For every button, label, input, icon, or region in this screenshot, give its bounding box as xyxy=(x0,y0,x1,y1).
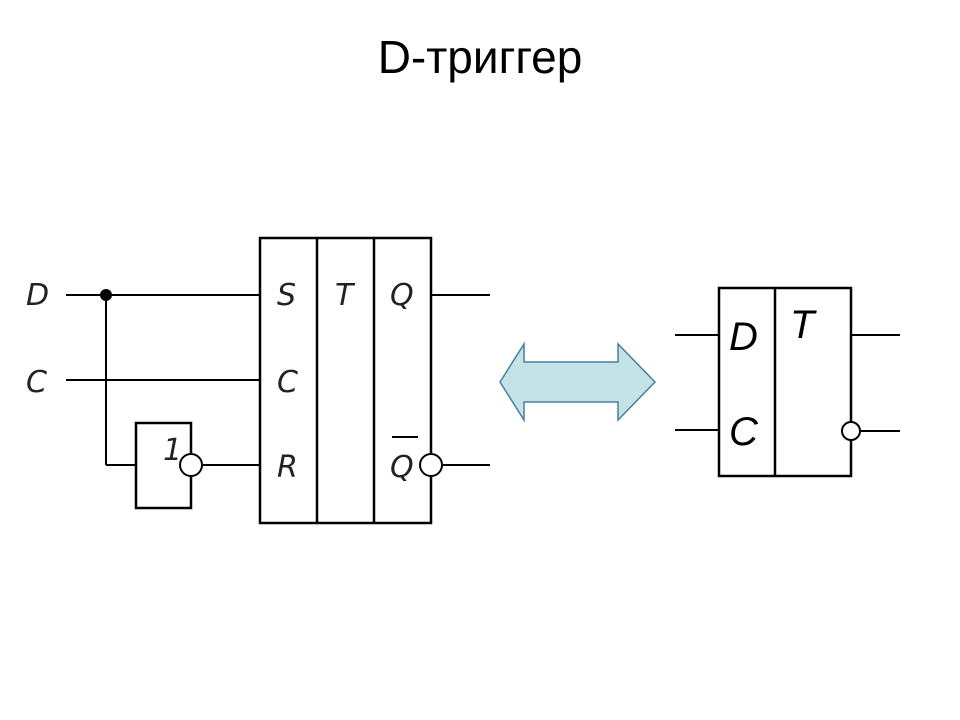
equivalence-arrow xyxy=(499,341,657,423)
pin-s-label: S xyxy=(277,278,296,313)
pin-c-label: C xyxy=(277,365,298,400)
symbol-pin-c: C xyxy=(729,410,759,454)
inverter-bubble xyxy=(179,453,203,477)
right-symbol: D C T xyxy=(675,286,900,478)
trigger-type-label: T xyxy=(335,278,356,313)
symbol-type-label: T xyxy=(790,303,817,347)
qbar-bubble xyxy=(419,453,443,477)
pin-r-label: R xyxy=(277,450,298,485)
junction-dot xyxy=(100,289,112,301)
left-circuit: 1 S C R T Q Q D C xyxy=(26,236,490,525)
inverter-label: 1 xyxy=(163,433,182,468)
trigger-box xyxy=(258,236,433,525)
symbol-box xyxy=(717,286,853,478)
symbol-qbar-bubble xyxy=(841,421,861,441)
input-c-label: C xyxy=(26,365,47,400)
symbol-pin-d: D xyxy=(729,315,758,359)
input-d-label: D xyxy=(26,278,49,313)
page-title: D-триггер xyxy=(377,31,583,83)
pin-q-label: Q xyxy=(390,278,414,313)
pin-qbar-label: Q xyxy=(390,450,414,485)
